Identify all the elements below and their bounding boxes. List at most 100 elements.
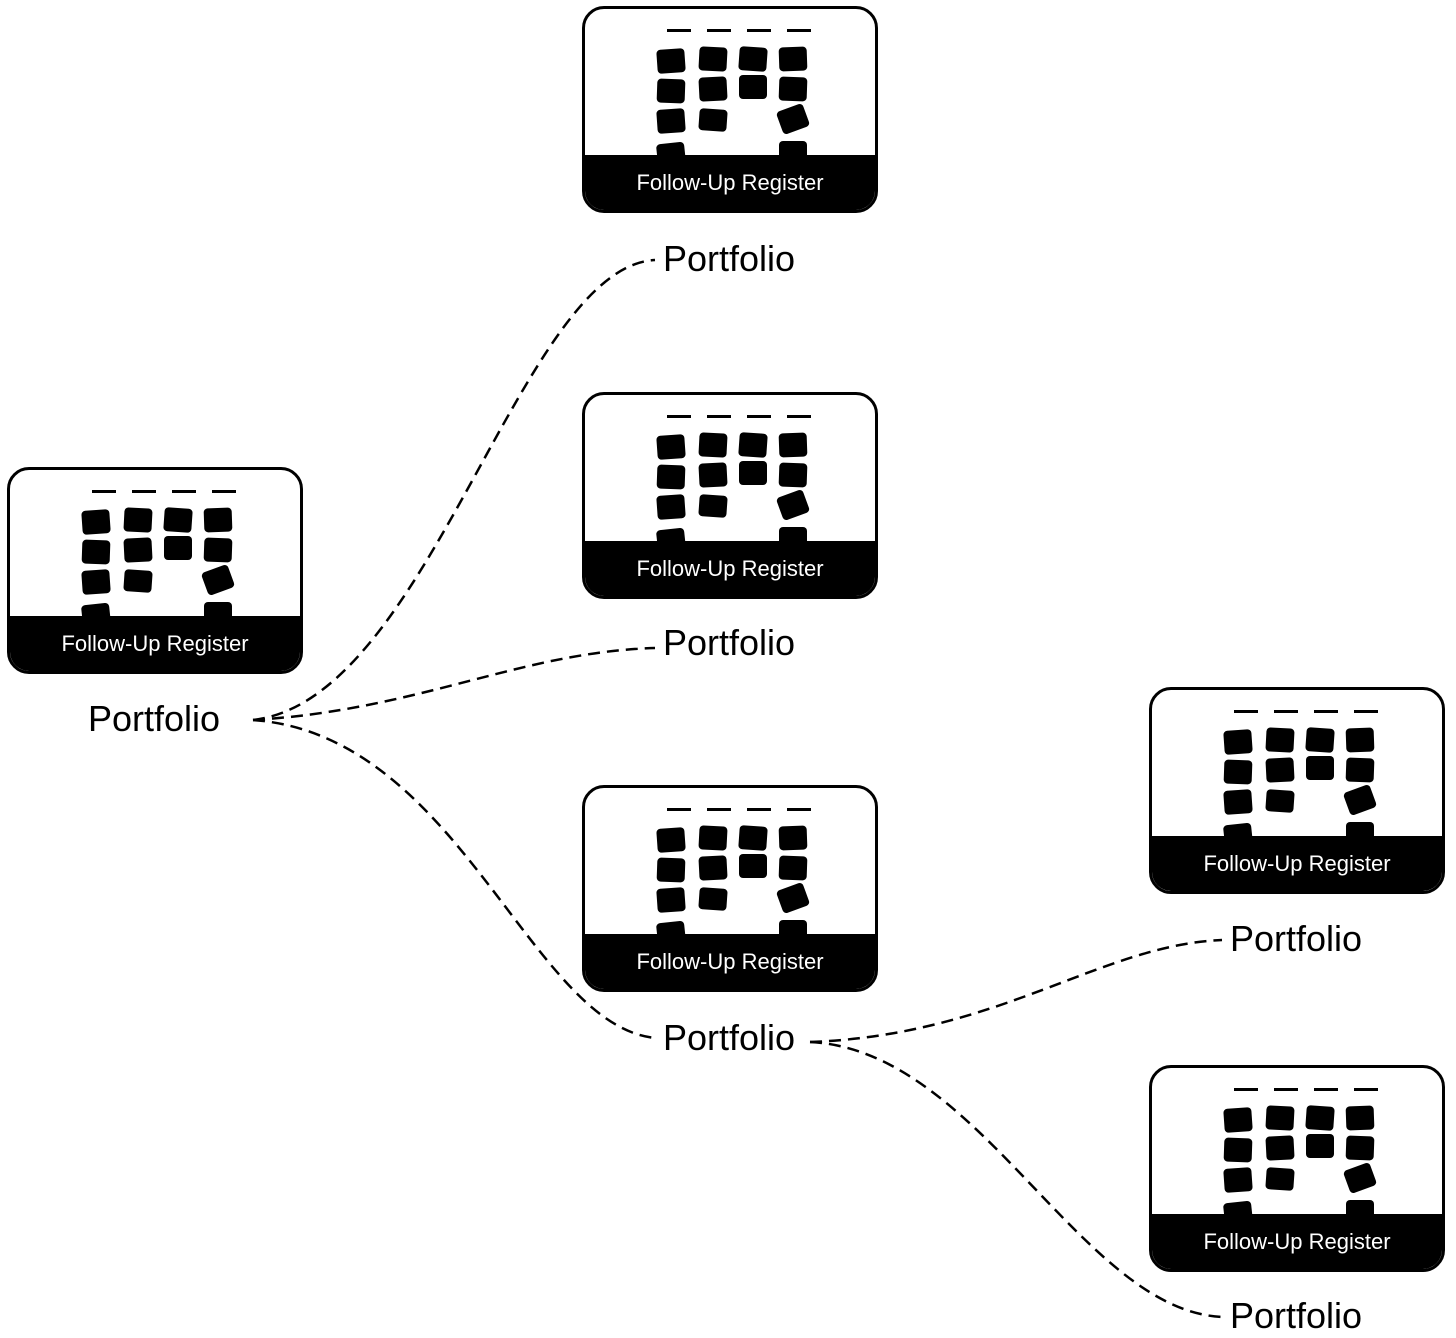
sticky-note-tile xyxy=(1265,1105,1295,1131)
sticky-note-tile xyxy=(779,527,807,545)
connector-root-child1 xyxy=(252,258,656,722)
card-child3[interactable]: Follow-Up Register xyxy=(582,785,878,992)
sticky-note-tile xyxy=(778,432,808,458)
header-dash xyxy=(1314,710,1338,713)
sticky-note-tile xyxy=(656,827,686,853)
header-dash xyxy=(92,490,116,493)
sticky-note-tile xyxy=(1305,1105,1335,1131)
sticky-note-tile xyxy=(1343,1163,1377,1193)
connector-child3-grand1 xyxy=(809,938,1223,1044)
card-title: Follow-Up Register xyxy=(636,170,824,195)
sticky-note-tile xyxy=(656,48,686,74)
sticky-note-tile xyxy=(123,537,153,563)
card-grand2[interactable]: Follow-Up Register xyxy=(1149,1065,1445,1272)
sticky-note-tile xyxy=(163,507,193,533)
card-band xyxy=(585,934,875,989)
sticky-note-tile xyxy=(1343,785,1377,815)
sticky-note-tile xyxy=(778,855,808,881)
sticky-note-tile xyxy=(738,825,768,851)
sticky-note-tile xyxy=(656,494,686,520)
sticky-note-tile xyxy=(698,887,728,911)
card-band xyxy=(1152,1214,1442,1269)
sticky-note-tile xyxy=(656,887,686,913)
sticky-notes-board-icon xyxy=(81,490,236,620)
node-label-grand1[interactable]: Portfolio xyxy=(1230,918,1363,959)
card-grand1[interactable]: Follow-Up Register xyxy=(1149,687,1445,894)
sticky-note-tile xyxy=(1265,727,1295,753)
header-dash xyxy=(787,415,811,418)
header-dash xyxy=(1274,1088,1298,1091)
header-dash xyxy=(707,29,731,32)
sticky-note-tile xyxy=(1265,789,1295,813)
sticky-note-tile xyxy=(698,855,728,881)
node-label-child3[interactable]: Portfolio xyxy=(663,1017,796,1058)
card-band xyxy=(585,541,875,596)
header-dash xyxy=(787,29,811,32)
sticky-note-tile xyxy=(1345,727,1375,753)
sticky-note-tile xyxy=(123,507,153,533)
sticky-note-tile xyxy=(81,602,111,620)
sticky-note-tile xyxy=(1345,1105,1375,1131)
sticky-note-tile xyxy=(1306,756,1334,780)
header-dash xyxy=(1354,1088,1378,1091)
card-root[interactable]: Follow-Up Register xyxy=(7,467,303,674)
sticky-note-tile xyxy=(656,434,686,460)
card-band xyxy=(10,616,300,671)
sticky-note-tile xyxy=(1306,1134,1334,1158)
sticky-notes-board-icon xyxy=(656,415,811,545)
sticky-note-tile xyxy=(738,46,768,72)
card-child1[interactable]: Follow-Up Register xyxy=(582,6,878,213)
sticky-note-tile xyxy=(1223,822,1253,840)
node-label-child1[interactable]: Portfolio xyxy=(663,238,796,279)
sticky-note-tile xyxy=(164,536,192,560)
sticky-note-tile xyxy=(1305,727,1335,753)
connector-child3-grand2 xyxy=(809,1040,1223,1319)
card-band xyxy=(585,155,875,210)
sticky-note-tile xyxy=(698,46,728,72)
sticky-note-tile xyxy=(203,537,233,563)
header-dash xyxy=(1354,710,1378,713)
header-dash xyxy=(787,808,811,811)
card-title: Follow-Up Register xyxy=(1203,1229,1391,1254)
header-dash xyxy=(1234,1088,1258,1091)
sticky-note-tile xyxy=(81,509,111,535)
header-dash xyxy=(747,808,771,811)
card-title: Follow-Up Register xyxy=(636,556,824,581)
sticky-note-tile xyxy=(1223,789,1253,815)
header-dash xyxy=(667,415,691,418)
sticky-note-tile xyxy=(656,527,686,545)
sticky-note-tile xyxy=(739,854,767,878)
sticky-note-tile xyxy=(656,464,686,490)
header-dash xyxy=(667,808,691,811)
sticky-note-tile xyxy=(1345,1135,1375,1161)
node-label-grand2[interactable]: Portfolio xyxy=(1230,1295,1363,1336)
sticky-notes-board-icon xyxy=(1223,710,1378,840)
header-dash xyxy=(707,415,731,418)
sticky-note-tile xyxy=(1346,1200,1374,1218)
header-dash xyxy=(667,29,691,32)
header-dash xyxy=(172,490,196,493)
sticky-note-tile xyxy=(698,108,728,132)
sticky-note-tile xyxy=(123,569,153,593)
node-label-child2[interactable]: Portfolio xyxy=(663,622,796,663)
header-dash xyxy=(1314,1088,1338,1091)
sticky-note-tile xyxy=(778,46,808,72)
sticky-note-tile xyxy=(656,857,686,883)
header-dash xyxy=(1234,710,1258,713)
sticky-note-tile xyxy=(1346,822,1374,840)
sticky-note-tile xyxy=(1223,1167,1253,1193)
connector-root-child2 xyxy=(252,646,656,722)
header-dash xyxy=(132,490,156,493)
connector-root-child3 xyxy=(252,718,656,1040)
sticky-note-tile xyxy=(698,462,728,488)
card-child2[interactable]: Follow-Up Register xyxy=(582,392,878,599)
node-label-root[interactable]: Portfolio xyxy=(88,698,221,739)
sticky-note-tile xyxy=(201,565,235,595)
sticky-note-tile xyxy=(1223,759,1253,785)
sticky-note-tile xyxy=(779,920,807,938)
header-dash xyxy=(747,415,771,418)
header-dash xyxy=(747,29,771,32)
sticky-note-tile xyxy=(203,507,233,533)
sticky-note-tile xyxy=(656,108,686,134)
sticky-note-tile xyxy=(656,920,686,938)
